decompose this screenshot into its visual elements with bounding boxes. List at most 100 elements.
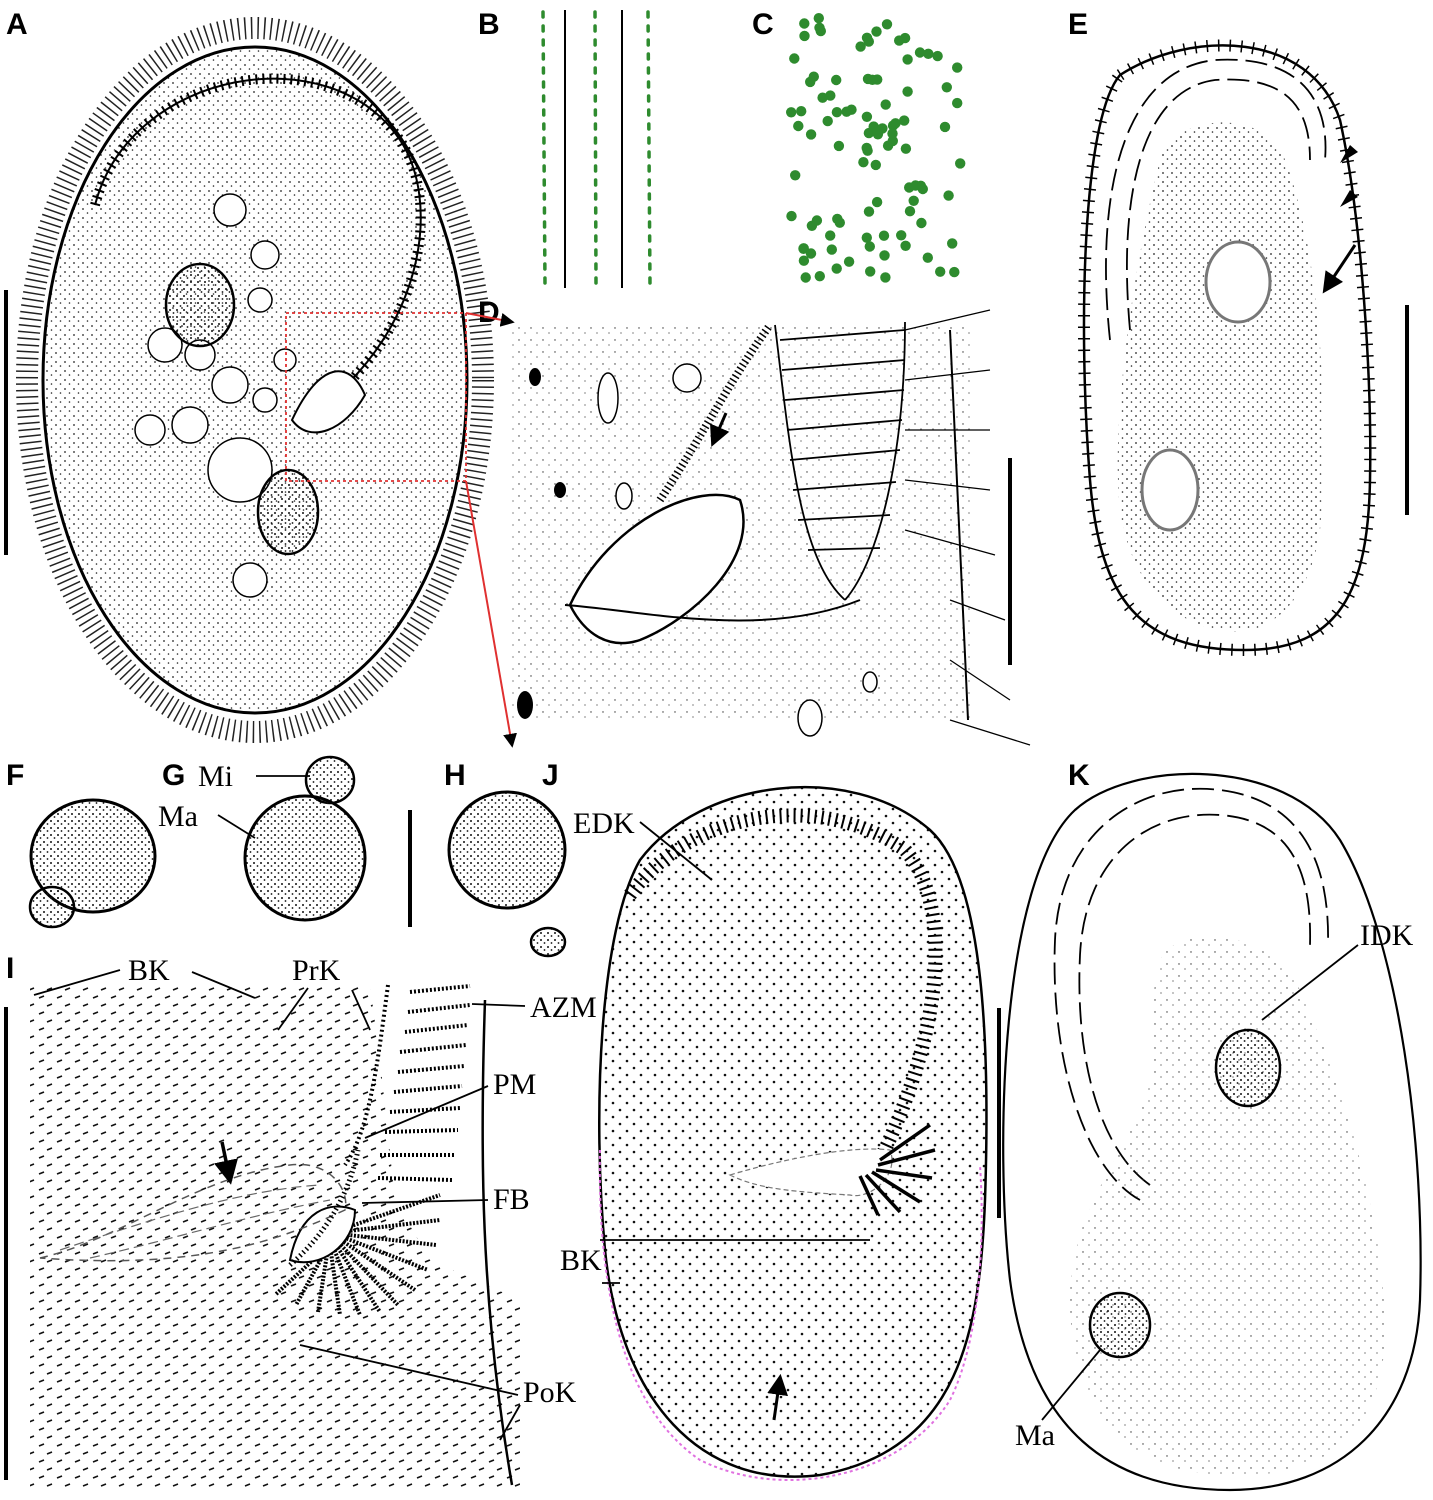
lateral-cilia [904,309,1031,746]
panel-i-fibres [39,1163,347,1262]
panel-d-arrow [710,412,730,447]
zoochlorella-dot [880,99,891,110]
zoochlorella-dot [805,129,817,140]
panel-j: J EDK BK [542,759,988,1481]
zoochlorella-dot [831,74,842,86]
zoochlorella-dot [790,170,801,181]
panel-a: A [6,8,494,743]
cell-a-buccal-cavity [290,370,367,434]
zoochlorella-dot [826,244,837,255]
zoochlorella-dot [872,129,884,140]
panel-label-g: G [162,759,185,792]
zoochlorellae-dots [786,13,966,283]
panel-j-fan [858,1123,936,1216]
zoochlorella-dot [833,140,845,152]
zoochlorella-dot [894,35,905,46]
zoochlorella-dot [843,256,855,267]
cell-a-cilia-fringe [16,17,494,743]
zoochlorella-dot [952,62,963,73]
adoral-membranelles [774,321,906,601]
label-pm: PM [493,1068,536,1101]
zoochlorella-dot [949,266,960,278]
zoochlorella-dot [923,48,934,59]
zoochlorella-dot [799,18,810,29]
panel-k: K IDK Ma [1002,759,1422,1492]
zoochlorella-dot [899,115,910,126]
cell-k-macronucleus-upper [1214,1028,1282,1108]
panel-f: F [6,759,157,929]
panel-i-azm [377,984,471,1182]
zoochlorella-dot [922,252,933,263]
zoochlorella-dot [822,115,833,127]
cell-a-body [41,45,469,715]
zoochlorella-dot [861,111,873,123]
panel-label-j: J [542,759,559,792]
panel-i: I BK PrK AZM [6,952,597,1488]
panel-label-b: B [478,8,500,41]
zoochlorella-dot [870,159,881,171]
panel-label-h: H [444,759,466,792]
zoochlorella-dot [814,22,825,33]
cell-j-outline [598,785,988,1478]
zoochlorella-dot [887,135,898,147]
zoochlorella-dot [865,266,876,277]
zoochlorella-dot [908,195,919,206]
zoochlorella-dot [863,206,875,217]
cell-a-macronucleus-lower [256,468,320,556]
zoochlorella-dot [800,272,811,283]
label-mi: Mi [198,760,233,793]
zoochlorella-dot [902,86,913,97]
label-fb: FB [493,1183,530,1216]
zoochlorella-dot [881,19,893,30]
label-bk-j: BK [560,1244,602,1277]
zoochlorella-dot [868,121,879,132]
zoochlorella-dot [871,196,883,208]
zoochlorella-dot [806,220,818,231]
zoochlorella-dot [861,232,872,243]
zoochlorella-dot [855,41,866,52]
zoochlorella-dot [879,250,890,261]
panel-e-arrow [1322,244,1357,294]
zoochlorella-dot [861,142,872,154]
zoochlorella-dot [904,206,916,217]
zoochlorella-dot [796,106,807,117]
cell-e-macronucleus-upper [1204,240,1272,324]
zoochlorella-dot [955,158,966,169]
zoochlorella-dot [786,107,797,118]
label-bk-i: BK [128,954,170,987]
zoochlorella-dot [864,241,875,252]
panel-e: E [1068,8,1377,657]
zoochlorella-dot [900,240,911,251]
zoochlorella-dot [900,143,912,154]
zoochlorella-dot [939,121,951,133]
cell-e-macronucleus-lower [1140,448,1200,532]
zoochlorella-dot [943,190,954,201]
zoochlorella-dot [871,26,882,37]
panel-e-arrowhead-2 [1340,190,1358,207]
panel-b: B [478,8,652,288]
zoochlorella-dot [858,157,869,168]
label-ma-g: Ma [158,800,198,833]
zoochlorella-dot [813,13,824,24]
zoochlorella-dot [947,238,958,249]
panel-label-f: F [6,759,24,792]
zoochlorella-dot [896,230,907,241]
panel-i-arrow [213,1141,238,1185]
zoochlorella-dot [861,32,873,43]
cell-e-body [1117,122,1324,632]
label-ma-k: Ma [1015,1419,1055,1452]
panel-label-c: C [752,8,774,41]
zoochlorella-dot [880,272,891,283]
panel-e-arrowhead-1 [1340,145,1358,163]
zoochlorella-dot [914,47,926,58]
cell-k-outline [1002,772,1422,1492]
cell-a-macronucleus-upper [164,262,236,348]
panel-label-e: E [1068,8,1088,41]
zoochlorella-dot [831,263,842,274]
buccal-pouch [568,493,745,645]
zoochlorella-dot [832,213,843,225]
zoochlorella-dot [814,271,825,282]
cell-k-body [1070,936,1386,1476]
zoochlorella-dot [887,128,898,139]
